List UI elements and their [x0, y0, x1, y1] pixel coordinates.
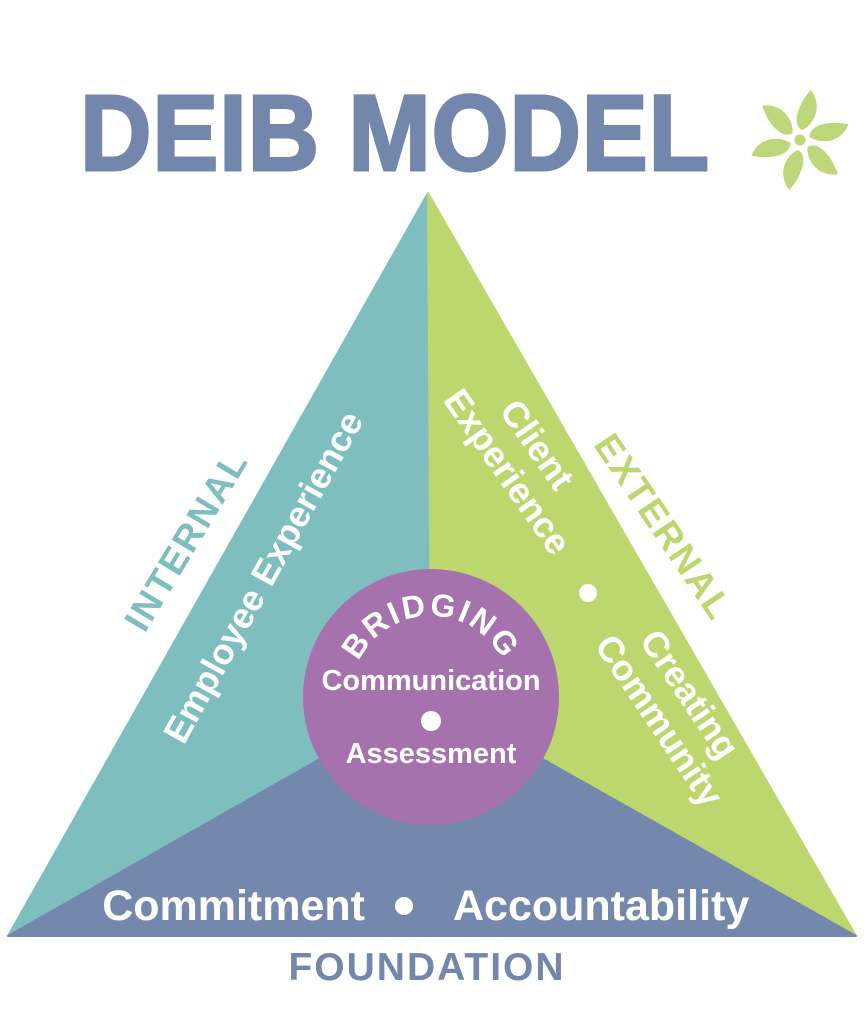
- bridging-item-communication: Communication: [321, 665, 540, 697]
- external-items-separator-dot: [579, 584, 597, 602]
- flower-petals: [751, 90, 849, 190]
- bridging-circle: [303, 569, 559, 825]
- flower-icon: [751, 90, 849, 190]
- page-title: DEIB MODEL: [80, 72, 710, 193]
- bridging-item-assessment: Assessment: [346, 738, 517, 770]
- foundation-items-separator-dot: [395, 897, 413, 915]
- bridging-items-separator-dot: [421, 711, 441, 731]
- foundation-item-commitment: Commitment: [102, 882, 365, 930]
- foundation-side-label: FOUNDATION: [288, 946, 565, 989]
- foundation-item-accountability: Accountability: [453, 882, 749, 930]
